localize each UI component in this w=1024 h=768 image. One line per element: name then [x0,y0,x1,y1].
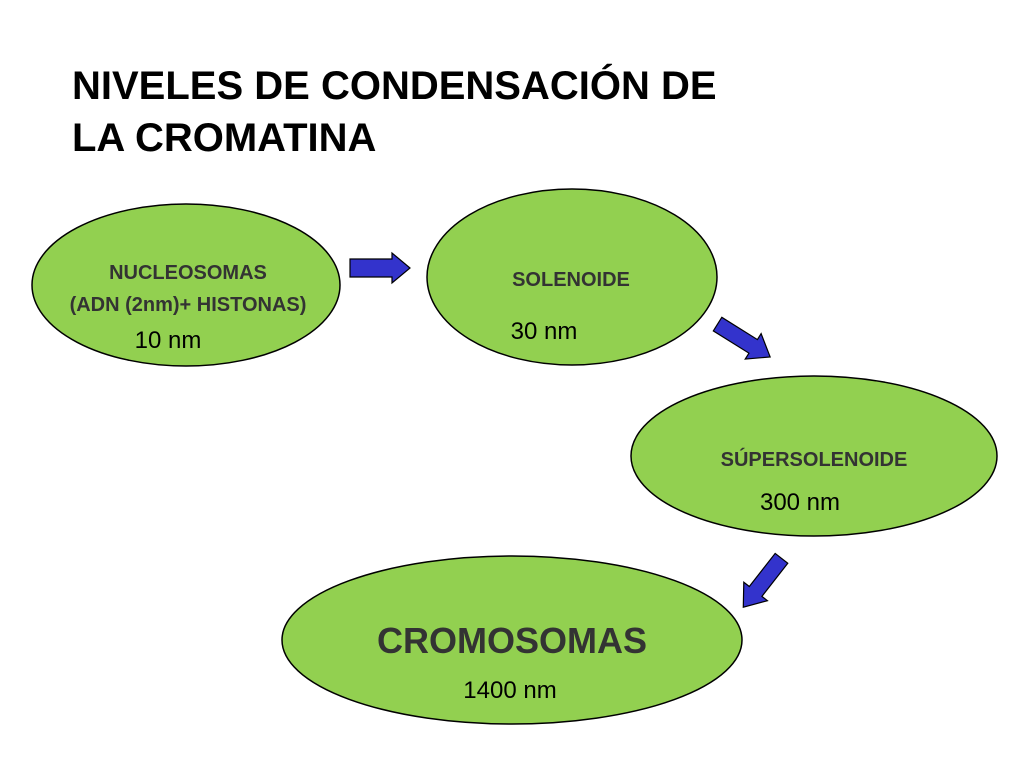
arrow-nucleosomas-to-solenoide [349,251,411,285]
nucleosomas-size: 10 nm [135,327,202,354]
solenoide-size: 30 nm [511,318,578,345]
arrow-down-left-icon [742,552,789,609]
title-line-1: NIVELES DE CONDENSACIÓN DE [72,64,717,108]
supersolenoide-label: SÚPERSOLENOIDE [721,447,908,471]
nucleosomas-sublabel: (ADN (2nm)+ HISTONAS) [70,294,307,316]
solenoide-label: SOLENOIDE [512,269,630,291]
title-line-2: LA CROMATINA [72,116,377,160]
cromosomas-ellipse [281,555,743,725]
node-solenoide: SOLENOIDE 30 nm [426,188,718,366]
cromosomas-size: 1400 nm [463,677,556,704]
nucleosomas-ellipse [31,203,341,367]
arrow-solenoide-to-supersolenoide [712,316,771,360]
arrow-supersolenoide-to-cromosomas [742,552,789,609]
node-supersolenoide: SÚPERSOLENOIDE 300 nm [630,375,998,537]
nucleosomas-label: NUCLEOSOMAS [109,262,267,284]
node-nucleosomas: NUCLEOSOMAS (ADN (2nm)+ HISTONAS) 10 nm [31,203,341,367]
supersolenoide-ellipse [630,375,998,537]
cromosomas-label: CROMOSOMAS [377,620,647,661]
page-title: NIVELES DE CONDENSACIÓN DE LA CROMATINA [72,60,972,164]
node-cromosomas: CROMOSOMAS 1400 nm [281,555,743,725]
arrow-down-right-icon [712,316,771,360]
supersolenoide-size: 300 nm [760,489,840,516]
solenoide-ellipse [426,188,718,366]
arrow-right-icon [349,251,411,285]
